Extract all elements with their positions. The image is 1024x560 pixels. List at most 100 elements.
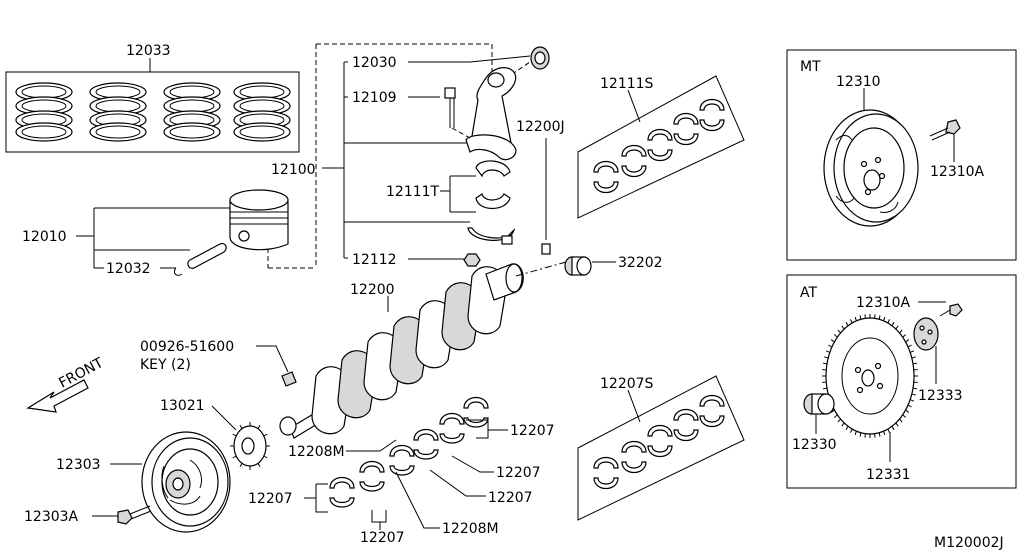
label-12207-c: 12207 — [488, 490, 533, 506]
label-key: KEY (2) — [140, 357, 191, 373]
bearing-shell-lower — [647, 445, 673, 458]
crank-nose-end — [279, 416, 297, 436]
ring-gear-tooth — [912, 362, 918, 365]
ring-gear-tooth — [833, 334, 838, 338]
ring-gear-tooth — [878, 315, 881, 320]
rod-assembly-dashed-outline — [316, 43, 493, 88]
ring-gear-tooth — [907, 404, 912, 408]
label-12207-b: 12207 — [496, 465, 541, 481]
ring-gear-tooth — [854, 316, 857, 321]
ring-gear-tooth — [837, 329, 841, 334]
label-12310A-mt: 12310A — [930, 164, 985, 180]
ring-gear-tooth — [830, 409, 835, 413]
main-bearing-shell — [359, 481, 385, 492]
label-12100: 12100 — [271, 162, 316, 178]
ring-gear-tooth — [845, 425, 849, 430]
ring-gear-tooth — [911, 393, 916, 396]
bearing-shell-lower — [593, 456, 619, 469]
sprocket-tooth — [239, 463, 243, 468]
bearing-shell-lower — [593, 477, 619, 490]
ring-gear-tooth — [895, 325, 899, 330]
main-bearing-shell — [463, 396, 489, 409]
piston-ring-set — [5, 71, 300, 153]
main-bearing-shell — [413, 449, 439, 460]
drive-plate-hole — [854, 366, 862, 374]
bearing-shell-upper — [673, 133, 699, 146]
sprocket-tooth — [257, 424, 261, 429]
label-12109: 12109 — [352, 90, 397, 106]
at-panel-label: AT — [800, 285, 817, 301]
ring-gear-tooth — [822, 362, 828, 365]
piston — [173, 189, 289, 276]
main-bearing-shell — [389, 465, 415, 476]
ring-gear-tooth — [824, 356, 829, 359]
ring-gear-tooth — [891, 322, 895, 327]
main-bearing-shell — [329, 476, 355, 489]
mt-panel: MT 12310 12310A — [786, 49, 1017, 261]
ring-gear-tooth — [887, 428, 890, 433]
label-12303A: 12303A — [24, 509, 79, 525]
label-13021: 13021 — [160, 398, 205, 414]
ring-gear-tooth — [830, 339, 835, 343]
ring-gear-tooth — [850, 319, 853, 324]
bearing-shell-lower — [621, 461, 647, 474]
label-00926-51600: 00926-51600 — [140, 339, 234, 355]
label-12200: 12200 — [350, 282, 395, 298]
drive-plate-hole — [874, 362, 882, 370]
piston-ring-inner — [239, 125, 285, 139]
label-12207-a: 12207 — [510, 423, 555, 439]
sprocket-tooth — [232, 433, 237, 437]
flywheel-bolt — [929, 119, 961, 141]
label-12310A-at: 12310A — [856, 295, 911, 311]
drive-plate-hole — [856, 386, 864, 394]
sprocket-tooth — [263, 433, 268, 437]
piston-ring-inner — [169, 125, 215, 139]
bearing-shell-upper — [647, 149, 673, 162]
ring-gear-tooth — [912, 387, 918, 390]
ring-gear-tooth — [905, 339, 910, 343]
bearing-shell-lower — [699, 394, 725, 407]
main-bearing-shell — [329, 497, 355, 508]
main-bearing-set-upper — [577, 75, 745, 219]
ring-gear-tooth — [895, 422, 899, 427]
pilot-bushing — [564, 256, 592, 276]
ring-gear-tooth — [883, 431, 886, 436]
label-12207-e: 12207 — [360, 530, 405, 546]
converter-spacer — [803, 393, 835, 415]
piston-ring-inner — [95, 125, 141, 139]
flywheel — [823, 109, 919, 227]
ring-gear-tooth — [841, 325, 845, 330]
ring-gear-tooth — [891, 425, 895, 430]
sprocket-tooth — [232, 455, 237, 459]
label-12303: 12303 — [56, 457, 101, 473]
ring-gear-tooth — [907, 344, 912, 348]
bearing-shell-upper — [647, 128, 673, 141]
bearing-shell-upper — [593, 160, 619, 173]
bearing-shell-upper — [673, 112, 699, 125]
ring-gear-tooth — [825, 350, 831, 353]
main-bearing-set-lower — [577, 375, 745, 521]
sprocket-tooth — [257, 463, 261, 468]
main-bearing-shell — [463, 417, 489, 428]
ring-gear-tooth — [909, 350, 915, 353]
bearing-shell-lower — [673, 408, 699, 421]
piston-ring-inner — [21, 125, 67, 139]
ring-gear-tooth — [902, 334, 907, 338]
ring-gear-tooth — [878, 432, 881, 437]
drive-plate-hub — [861, 369, 875, 387]
ring-gear-tooth — [833, 414, 838, 418]
pilot-pin — [541, 243, 551, 255]
label-12112: 12112 — [352, 252, 397, 268]
crank-key — [281, 371, 297, 387]
reinforcement-plate — [913, 317, 939, 351]
bearing-shell-upper — [621, 144, 647, 157]
label-12033: 12033 — [126, 43, 171, 59]
label-32202: 32202 — [618, 255, 663, 271]
ring-gear-tooth — [859, 315, 862, 320]
drive-plate — [822, 314, 918, 438]
pulley-bolt — [117, 505, 152, 525]
at-panel: AT 12310A 12333 12330 12331 — [786, 274, 1017, 489]
main-bearing-shell — [439, 412, 465, 425]
ring-gear-tooth — [899, 329, 903, 334]
ring-gear-tooth — [845, 322, 849, 327]
